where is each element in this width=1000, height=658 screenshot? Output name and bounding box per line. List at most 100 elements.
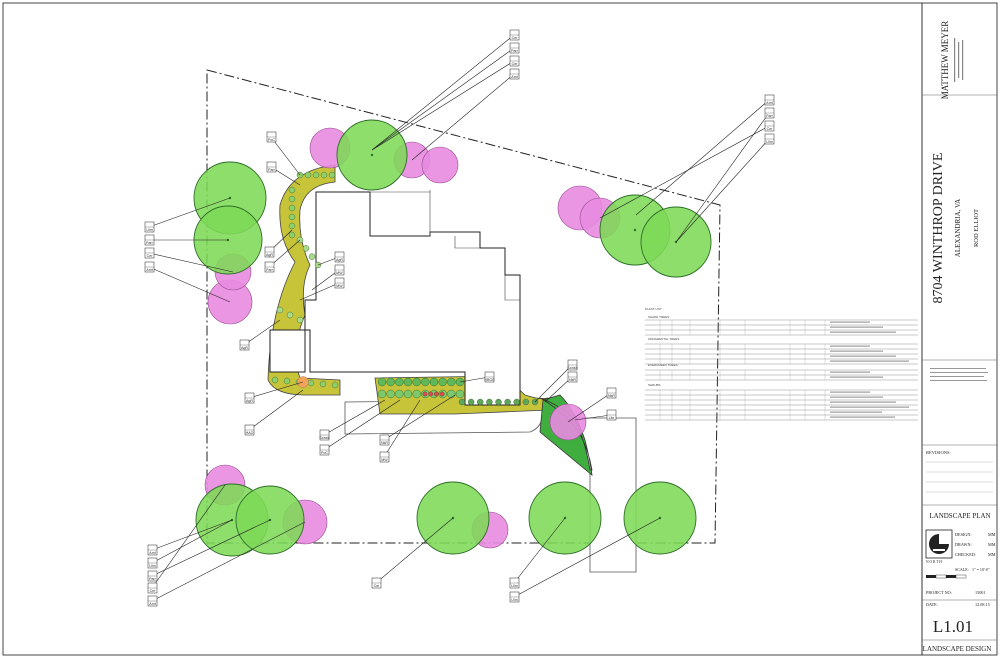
leader-line bbox=[248, 381, 304, 399]
shrub bbox=[377, 377, 387, 387]
schedule-remark-line bbox=[830, 360, 909, 362]
leader-line bbox=[411, 73, 515, 161]
design-value: MM bbox=[988, 532, 996, 537]
shrub bbox=[304, 171, 312, 179]
schedule-title: PLANT LIST bbox=[645, 307, 662, 311]
leader-line bbox=[544, 376, 573, 403]
project-no-label: PROJECT NO: bbox=[926, 590, 952, 595]
leader-line bbox=[243, 319, 281, 346]
leader-lines bbox=[148, 34, 770, 602]
tag-plant-key: Cer bbox=[374, 584, 381, 588]
leader-line bbox=[574, 414, 612, 421]
shrub bbox=[438, 377, 447, 387]
shrub bbox=[458, 398, 466, 406]
shrub bbox=[447, 377, 456, 387]
shrub bbox=[296, 316, 304, 324]
schedule-section-evergreen: EVERGREEN TREES bbox=[648, 363, 678, 367]
tag-plant-key: Parr bbox=[266, 268, 274, 272]
project-no-value: 15001 bbox=[975, 590, 985, 595]
tag-plant-key: AgR bbox=[266, 253, 273, 257]
revisions-label: REVISIONS: bbox=[926, 450, 951, 455]
shrub bbox=[312, 171, 320, 179]
shrub bbox=[467, 398, 475, 406]
design-label: DESIGN: bbox=[955, 532, 972, 537]
tag-plant-key: AgR bbox=[246, 399, 253, 403]
scale-label: SCALE: bbox=[955, 567, 969, 572]
shrub bbox=[522, 398, 530, 406]
leader-line bbox=[371, 60, 515, 151]
schedule-remark-line bbox=[830, 345, 870, 347]
tag-plant-key: MW bbox=[336, 284, 343, 288]
schedule-section-shade: SHADE TREES bbox=[648, 315, 669, 319]
leader-line bbox=[151, 484, 226, 589]
drawn-value: MM bbox=[988, 542, 996, 547]
shrub bbox=[421, 377, 430, 387]
tree-trunk-marker bbox=[370, 153, 374, 157]
tag-plant-key: Lite bbox=[609, 416, 615, 420]
designer-contact-lines bbox=[954, 38, 964, 82]
tag-plant-key: Ulm bbox=[511, 598, 517, 602]
tag-plant-key: Cer bbox=[150, 589, 157, 593]
leader-line bbox=[151, 519, 271, 577]
shrub bbox=[331, 381, 339, 389]
leader-line bbox=[148, 252, 234, 273]
tree-trunk-marker bbox=[633, 228, 637, 232]
schedule-remark-line bbox=[830, 406, 909, 408]
schedule-remark-line bbox=[830, 321, 870, 323]
shrub bbox=[288, 222, 296, 230]
shrub bbox=[386, 389, 395, 399]
shrub bbox=[477, 398, 484, 406]
tag-plant-key: Amt bbox=[149, 602, 155, 606]
date-value: 12.08.15 bbox=[975, 602, 990, 607]
schedule-remark-line bbox=[830, 391, 870, 393]
ornamental-tree bbox=[421, 146, 459, 184]
tag-plant-key: AgR bbox=[241, 346, 248, 350]
tag-plant-key: Amt bbox=[511, 75, 517, 79]
tag-plant-key: Parr bbox=[766, 114, 774, 118]
scale-value: 1" = 10'-0" bbox=[972, 567, 990, 572]
tag-plant-key: NkR bbox=[608, 394, 615, 398]
tag-plant-key: Ulm bbox=[146, 228, 152, 232]
shrub bbox=[302, 245, 310, 252]
tag-plant-key: HBGE bbox=[484, 378, 495, 382]
schedule-remark-line bbox=[830, 396, 883, 398]
tag-plant-key: Cer bbox=[512, 36, 519, 40]
scale-bar bbox=[926, 574, 967, 579]
tag-plant-key: Cer bbox=[147, 254, 154, 258]
shrub bbox=[433, 391, 439, 397]
shrub bbox=[403, 377, 413, 387]
shrubs bbox=[271, 171, 539, 406]
plant-schedule: PLANT LIST SHADE TREES ORNAMENTAL TREES … bbox=[645, 307, 918, 421]
schedule-section-ornamental: ORNAMENTAL TREES bbox=[648, 337, 679, 341]
shrub bbox=[288, 231, 296, 239]
project-address: 8704 WINTHROP DRIVE bbox=[931, 153, 946, 304]
schedule-remark-line bbox=[830, 411, 882, 413]
shrub bbox=[283, 377, 291, 385]
sheet-title: LANDSCAPE PLAN bbox=[929, 512, 990, 520]
project-client: ROD ELLIOT bbox=[973, 209, 980, 247]
footer-label: LANDSCAPE DESIGN bbox=[923, 645, 992, 653]
schedule-remark-line bbox=[830, 376, 883, 378]
shrub bbox=[412, 377, 421, 387]
designer-name: MATTHEW MEYER bbox=[940, 21, 950, 100]
leader-line bbox=[151, 521, 306, 602]
schedule-remark-line bbox=[830, 350, 883, 352]
shrub bbox=[395, 389, 404, 399]
shrub bbox=[328, 171, 336, 179]
leader-line bbox=[311, 269, 340, 291]
tag-plant-key: Amt bbox=[146, 268, 152, 272]
checked-value: MM bbox=[988, 552, 996, 557]
shrub bbox=[276, 306, 284, 314]
shrub bbox=[395, 377, 404, 387]
plant-tags: CerParrCerAmtPoCParrUlmParrCerAmtAgRParr… bbox=[144, 29, 775, 607]
tag-plant-key: Cer bbox=[512, 62, 519, 66]
leader-line bbox=[459, 376, 490, 383]
shrub bbox=[288, 195, 296, 203]
north-label: N O R T H bbox=[926, 560, 942, 564]
north-arrow-icon bbox=[925, 529, 953, 559]
checked-label: CHECKED: bbox=[955, 552, 976, 557]
shrub bbox=[403, 389, 413, 399]
shrub bbox=[429, 377, 439, 387]
tag-plant-key: PoC bbox=[321, 451, 328, 455]
